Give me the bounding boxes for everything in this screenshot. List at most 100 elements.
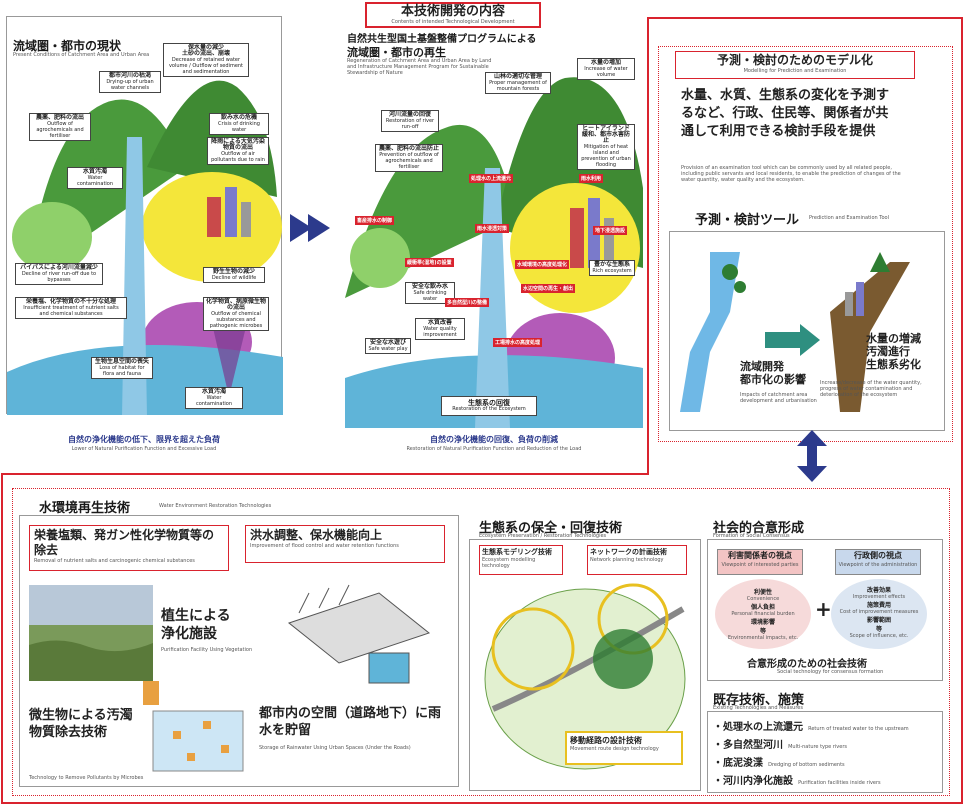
tool-title: 予測・検討ツール: [695, 213, 800, 228]
vertical-double-arrow-icon: [797, 430, 827, 482]
rain-storage-illustration: [287, 584, 431, 684]
route-design-box: 移動経路の設計技術 Movement route design technolo…: [565, 731, 683, 765]
modelling-body: 水量、水質、生態系の変化を予測するなど、行政、住民等、関係者が共通して利用できる…: [681, 88, 890, 139]
stakeholder-circle: 利便性 Convenience 個人負担 Personal financial …: [715, 579, 811, 649]
ecosystem-panel: [469, 539, 701, 791]
social-title-en: Formation of Social Consensus: [713, 533, 790, 539]
impact-label-en: Impacts of catchment area development an…: [740, 392, 817, 404]
microbe-label: 微生物による汚濁物質除去技術: [29, 708, 133, 740]
modelling-header-en: Modelling for Prediction and Examination: [743, 68, 847, 74]
impact-label: 流域開発 都市化の影響: [740, 360, 806, 386]
flood-control-box: 洪水調整、保水機能向上 Improvement of flood control…: [245, 525, 445, 563]
nutrient-removal-label: 栄養塩類、発ガン性化学物質等の除去: [34, 528, 215, 557]
center-header-box: 本技術開発の内容 Contents of intended Technologi…: [365, 2, 541, 28]
modelling-body-en: Provision of an examination tool which c…: [681, 165, 901, 183]
nutrient-removal-box: 栄養塩類、発ガン性化学物質等の除去 Removal of nutrient sa…: [29, 525, 229, 571]
existing-item-4: ・河川内浄化施設 Purification facilities inside …: [713, 776, 881, 787]
tool-illustration: [680, 252, 910, 412]
red-label-livestock-control: 畜産排水の制御: [355, 216, 395, 225]
rain-storage-label: 都市内の空間（道路地下）に雨水を貯留: [259, 706, 442, 738]
right-arrow-icon: [290, 214, 330, 242]
network-planning-label: ネットワークの計画技術: [590, 548, 667, 556]
regeneration-panel: 自然共生型国土基盤整備プログラムによる 流域圏・都市の再生 Regenerati…: [345, 28, 643, 463]
microbe-label-en: Technology to Remove Pollutants by Micro…: [29, 775, 144, 781]
result-label-en: Increase/decrease of the water quantity,…: [820, 380, 922, 398]
center-title-1: 自然共生型国土基盤整備プログラムによる: [347, 34, 537, 45]
social-title: 社会的合意形成: [713, 521, 805, 536]
existing-title-en: Existing Technologies and Measures: [713, 705, 803, 711]
eco-modelling-box: 生態系モデリング技術 Ecosystem modelling technolog…: [479, 545, 563, 575]
tool-title-en: Prediction and Examination Tool: [809, 215, 889, 221]
ecosystem-title-en: Ecosystem Preservation / Restoration Tec…: [479, 533, 607, 539]
existing-item-3: ・底泥浚渫 Dredging of bottom sediments: [713, 758, 845, 769]
flood-control-label-en: Improvement of flood control and water r…: [250, 543, 399, 549]
network-planning-box: ネットワークの計画技術 Network planning technology: [587, 545, 687, 575]
result-label: 水量の増減 汚濁進行 生態系劣化: [866, 332, 921, 371]
center-title-en: Regeneration of Catchment Area and Urban…: [347, 58, 492, 76]
existing-panel: [707, 711, 943, 793]
bottom-technologies-section: 水環境再生技術 Water Environment Restoration Te…: [12, 488, 950, 796]
present-conditions-panel: 流域圏・都市の現状 Present Conditions of Catchmen…: [6, 16, 283, 415]
existing-item-2: ・多自然型河川 Multi-nature type rivers: [713, 740, 847, 751]
red-label-buffer-wetland: 緩衝帯(湿地)の設置: [405, 258, 454, 267]
red-label-factory-wastewater: 工場排水の高度処理: [493, 338, 543, 347]
modelling-header-box: 予測・検討のためのモデル化 Modelling for Prediction a…: [675, 51, 915, 79]
center-caption-en: Restoration of Natural Purification Func…: [406, 446, 582, 452]
admin-box: 行政側の視点 Viewpoint of the administration: [835, 549, 921, 575]
modelling-header: 予測・検討のためのモデル化: [716, 53, 873, 67]
plus-icon: +: [815, 597, 832, 621]
admin-label: 行政側の視点: [854, 551, 902, 560]
water-restoration-title: 水環境再生技術: [39, 501, 131, 516]
red-label-infiltration: 雨水浸透対策: [475, 224, 510, 233]
consensus-label-en: Social technology for consensus formatio…: [777, 669, 884, 675]
rain-storage-label-en: Storage of Rainwater Using Urban Spaces …: [259, 745, 411, 751]
center-header: 本技術開発の内容: [400, 4, 505, 19]
flood-control-label: 洪水調整、保水機能向上: [250, 528, 383, 542]
left-panel-title-en: Present Conditions of Catchment Area and…: [13, 52, 150, 58]
red-label-advanced-treatment: 水域環境の高度処理化: [515, 260, 570, 269]
nutrient-removal-label-en: Removal of nutrient salts and carcinogen…: [34, 558, 195, 564]
ecosystem-block: 生態系の保全・回復技術 Ecosystem Preservation / Res…: [469, 493, 701, 793]
vegetation-label: 植生による浄化施設: [161, 608, 231, 642]
stakeholder-box: 利害関係者の視点 Viewpoint of interested parties: [717, 549, 803, 575]
center-caption: 自然の浄化機能の回復、負荷の削減: [430, 435, 558, 444]
center-title-2: 流域圏・都市の再生: [347, 46, 446, 59]
red-label-rainwater-use: 雨水利用: [579, 174, 604, 183]
consensus-label: 合意形成のための社会技術: [747, 659, 867, 670]
stakeholder-label-en: Viewpoint of interested parties: [721, 562, 799, 568]
social-consensus-block: 社会的合意形成 Formation of Social Consensus 利害…: [707, 493, 943, 793]
ecosystem-title: 生態系の保全・回復技術: [479, 521, 623, 536]
regeneration-illustration: [345, 77, 643, 428]
center-header-en: Contents of intended Technological Devel…: [391, 19, 515, 25]
vegetation-photo: [29, 585, 153, 681]
stakeholder-label: 利害関係者の視点: [728, 551, 792, 560]
water-restoration-title-en: Water Environment Restoration Technologi…: [159, 503, 272, 509]
vegetation-label-en: Purification Facility Using Vegetation: [161, 647, 253, 653]
water-restoration-panel: [19, 515, 459, 787]
existing-title: 既存技術、施策: [713, 693, 805, 708]
existing-item-1: ・処理水の上流還元 Return of treated water to the…: [713, 722, 909, 733]
network-planning-label-en: Network planning technology: [590, 557, 664, 563]
red-label-underground: 地下浸透施設: [593, 226, 628, 235]
red-label-waterside-space: 水辺空間の再生・創出: [521, 284, 576, 293]
